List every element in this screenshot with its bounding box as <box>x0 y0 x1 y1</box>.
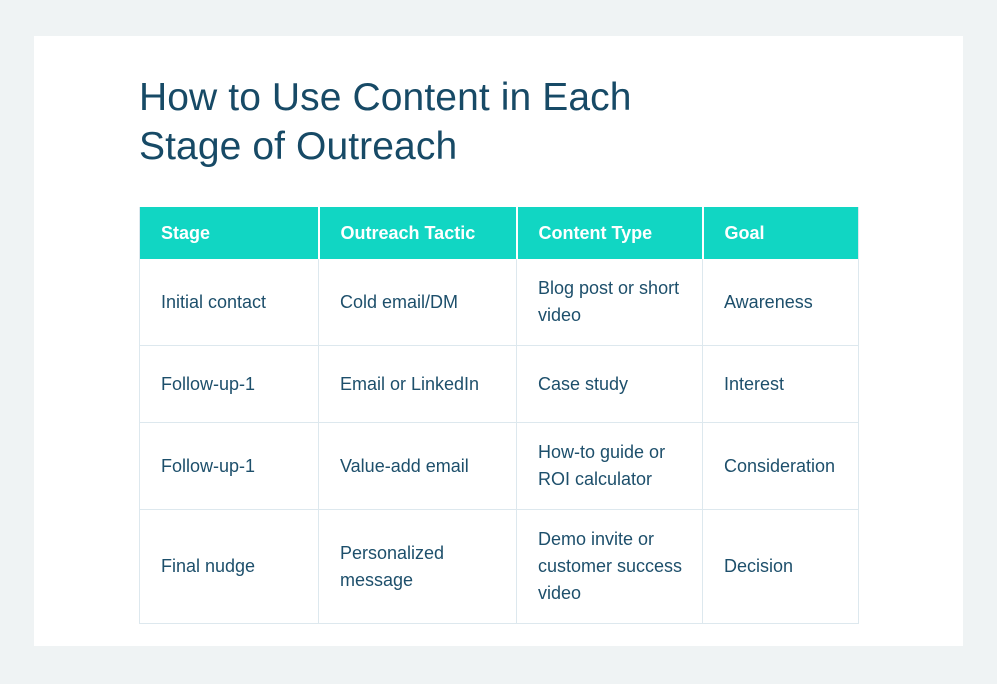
cell-content-type: Demo invite or customer success video <box>516 509 703 624</box>
cell-tactic: Personalized message <box>318 509 517 624</box>
cell-goal: Awareness <box>702 259 859 346</box>
cell-stage: Follow-up-1 <box>139 422 319 510</box>
cell-tactic: Cold email/DM <box>318 259 517 346</box>
table-row: Follow-up-1 Value-add email How-to guide… <box>139 422 859 510</box>
column-header-stage: Stage <box>139 207 320 259</box>
cell-tactic: Value-add email <box>318 422 517 510</box>
column-header-outreach-tactic: Outreach Tactic <box>318 207 518 259</box>
cell-content-type: How-to guide or ROI calculator <box>516 422 703 510</box>
cell-content-type: Blog post or short video <box>516 259 703 346</box>
table-header: Stage Outreach Tactic Content Type Goal <box>139 207 859 259</box>
table-row: Follow-up-1 Email or LinkedIn Case study… <box>139 345 859 423</box>
cell-goal: Decision <box>702 509 859 624</box>
card-inner: How to Use Content in Each Stage of Outr… <box>139 73 899 624</box>
page-title: How to Use Content in Each Stage of Outr… <box>139 76 632 168</box>
table-body: Initial contact Cold email/DM Blog post … <box>139 259 859 624</box>
table-row: Final nudge Personalized message Demo in… <box>139 509 859 624</box>
content-card: How to Use Content in Each Stage of Outr… <box>34 36 963 646</box>
cell-stage: Initial contact <box>139 259 319 346</box>
cell-stage: Follow-up-1 <box>139 345 319 423</box>
cell-stage: Final nudge <box>139 509 319 624</box>
table-row: Initial contact Cold email/DM Blog post … <box>139 259 859 346</box>
column-header-content-type: Content Type <box>516 207 704 259</box>
cell-goal: Interest <box>702 345 859 423</box>
outreach-stages-table: Stage Outreach Tactic Content Type Goal … <box>139 207 859 624</box>
column-header-goal: Goal <box>702 207 859 259</box>
cell-content-type: Case study <box>516 345 703 423</box>
cell-tactic: Email or LinkedIn <box>318 345 517 423</box>
table-header-row: Stage Outreach Tactic Content Type Goal <box>139 207 859 259</box>
table-container: Stage Outreach Tactic Content Type Goal … <box>139 207 859 624</box>
cell-goal: Consideration <box>702 422 859 510</box>
